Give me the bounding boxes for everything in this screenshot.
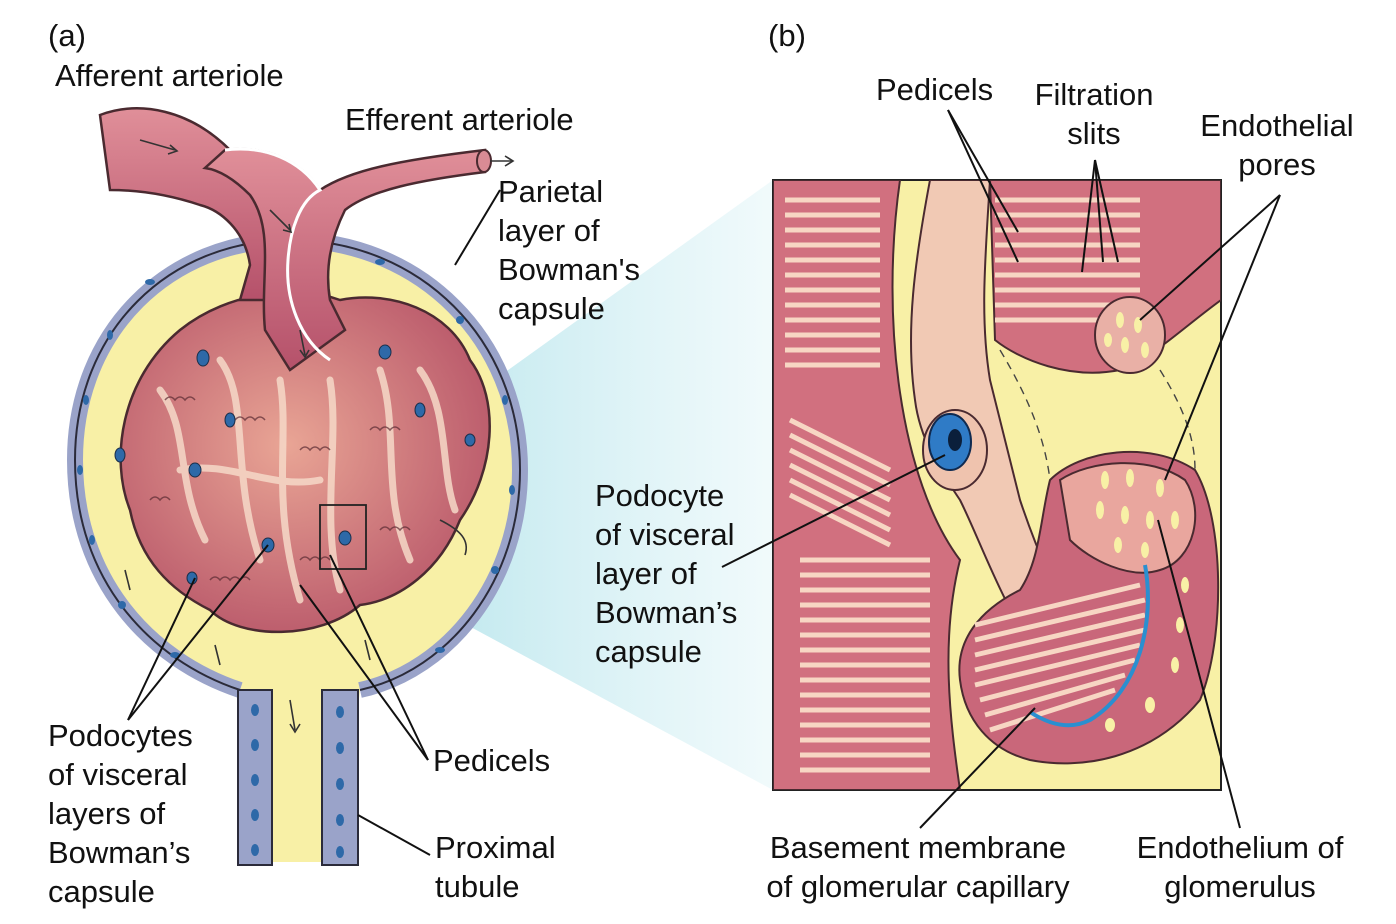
leader-pedicels-b-2 (947, 109, 1019, 233)
leader-proximal (357, 814, 431, 856)
leader-pedicels-b-1 (947, 109, 1019, 263)
flow-arrows (124, 139, 515, 734)
basement-line-1: Basement membrane (769, 830, 1067, 865)
pores-line-2: pores (1238, 147, 1316, 182)
efferent-arteriole-label: Efferent arteriole (345, 102, 574, 137)
filtration-line-1: Filtration (1034, 77, 1154, 112)
panel-b-drawing (772, 179, 1222, 791)
leader-filtration-1 (1081, 159, 1096, 273)
leader-basement (919, 707, 1036, 829)
podocytes-line-3: layers of (48, 796, 166, 831)
endothelial-pores-label: Endothelial pores (1188, 106, 1366, 184)
leader-filtration-3 (1094, 159, 1119, 263)
parietal-line-4: capsule (498, 291, 605, 326)
leader-podocyte-b (721, 454, 946, 568)
podocytes-label: Podocytes of visceral layers of Bowman’s… (48, 716, 193, 911)
podocyte-b-line-5: capsule (595, 634, 702, 669)
proximal-tubule-label: Proximal tubule (435, 828, 556, 906)
leader-podocytes-1 (127, 577, 196, 721)
parietal-line-2: layer of (498, 213, 600, 248)
leader-pedicels-a-1 (299, 584, 429, 761)
leader-pores-1 (1139, 194, 1281, 321)
pores-line-1: Endothelial (1200, 108, 1354, 143)
pedicels-a-label: Pedicels (433, 743, 551, 778)
filtration-line-2: slits (1067, 116, 1121, 151)
podocyte-b-line-1: Podocyte (595, 478, 725, 513)
parietal-layer-label: Parietal layer of Bowman's capsule (498, 172, 640, 328)
upper-endothelial-pores (1104, 312, 1149, 358)
podocyte-b-line-2: of visceral (595, 517, 735, 552)
podocyte-b-line-3: layer of (595, 556, 697, 591)
leader-pores-2 (1164, 194, 1281, 481)
podocytes-line-2: of visceral (48, 757, 188, 792)
glomerulus (119, 291, 491, 634)
podocytes-line-5: capsule (48, 874, 155, 909)
endothelium-label: Endothelium of glomerulus (1122, 828, 1358, 906)
leader-filtration-2 (1094, 159, 1104, 263)
leader-podocytes-2 (127, 544, 269, 721)
panel-b-marker: (b) (768, 18, 806, 53)
parietal-line-1: Parietal (498, 174, 604, 209)
podocyte-b-label: Podocyte of visceral layer of Bowman’s c… (595, 476, 737, 671)
leader-pedicels-a-2 (329, 554, 429, 761)
efferent-opening (476, 149, 492, 173)
endothelium-line-1: Endothelium of (1136, 830, 1344, 865)
proximal-line-2: tubule (435, 869, 520, 904)
podocytes-line-4: Bowman’s (48, 835, 191, 870)
leader-endothelium (1157, 519, 1241, 829)
endothelium-line-2: glomerulus (1164, 869, 1316, 904)
panel-a-marker: (a) (48, 18, 86, 53)
parietal-line-3: Bowman's (498, 252, 641, 287)
podocyte-b-line-4: Bowman’s (595, 595, 738, 630)
podocytes-line-1: Podocytes (48, 718, 193, 753)
basement-line-2: of glomerular capillary (766, 869, 1070, 904)
magnification-beam (320, 180, 773, 790)
basement-membrane (1028, 564, 1150, 728)
pedicels-b-label: Pedicels (876, 72, 994, 107)
glomerulus-pedicel-texture (149, 396, 411, 582)
podocyte-nuclei (114, 344, 476, 585)
proximal-tubule-wall-right (321, 689, 359, 866)
tubule-nuclei (251, 704, 344, 858)
leader-parietal (454, 189, 501, 266)
proximal-line-1: Proximal (435, 830, 556, 865)
lower-capillary-pedicels (974, 582, 1146, 733)
magnified-region-box (319, 504, 367, 570)
leader-lines (127, 109, 1281, 856)
filtration-slits-label: Filtration slits (1026, 75, 1162, 153)
basement-membrane-label: Basement membrane of glomerular capillar… (748, 828, 1088, 906)
afferent-arteriole-label: Afferent arteriole (55, 58, 284, 93)
efferent-arteriole (202, 147, 487, 372)
capsule-nuclei (77, 259, 515, 658)
proximal-tubule-wall-left (237, 689, 273, 866)
panel-a-drawing (66, 107, 529, 866)
interdigitating-pedicels-left (785, 197, 930, 773)
lower-endothelial-pores (1096, 469, 1189, 732)
